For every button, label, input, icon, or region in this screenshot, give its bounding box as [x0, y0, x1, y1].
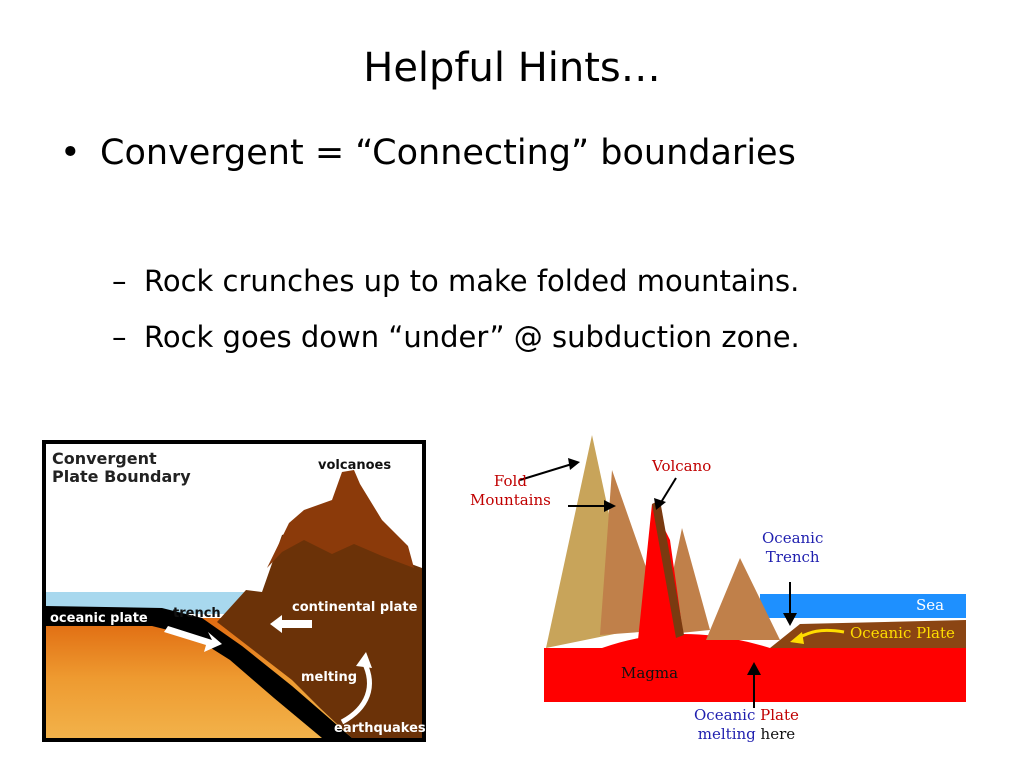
- melting-word-3: melting: [697, 725, 756, 743]
- label-earthquakes: earthquakes: [334, 721, 426, 736]
- dash-symbol: –: [112, 264, 127, 298]
- fold-mountain-fourth: [706, 558, 780, 640]
- fold-mountains-diagram: Fold Mountains Volcano Oceanic Trench Se…: [470, 430, 970, 755]
- label-melting: melting: [301, 670, 358, 685]
- melting-arrowhead-icon: [356, 652, 372, 668]
- volcano: [267, 470, 414, 568]
- label-trench: trench: [173, 606, 221, 621]
- label-fold-mountains: Fold Mountains: [470, 472, 551, 510]
- sub-bullet-1-text: Rock crunches up to make folded mountain…: [144, 264, 800, 298]
- slide-title: Helpful Hints…: [363, 45, 661, 91]
- label-oceanic-plate: oceanic plate: [50, 611, 148, 626]
- label-oceanic-trench: Oceanic Trench: [762, 529, 823, 567]
- melting-arrow-icon: [747, 662, 761, 675]
- main-bullet: • Convergent = “Connecting” boundaries: [60, 130, 796, 176]
- oceanic-plate: [46, 606, 352, 738]
- label-trench-line2: Trench: [765, 548, 820, 566]
- label-trench-line1: Oceanic: [762, 529, 824, 547]
- melting-word-2: Plate: [760, 706, 799, 724]
- label-fold-line1: Fold: [493, 472, 527, 490]
- label-volcanoes: volcanoes: [318, 458, 392, 473]
- left-diagram-title: Convergent Plate Boundary: [52, 450, 191, 486]
- continental-arrow-icon: [270, 615, 312, 633]
- fold-arrow-up-line: [519, 463, 573, 481]
- label-magma: Magma: [621, 664, 679, 682]
- label-continental-plate: continental plate: [292, 600, 418, 615]
- convergent-boundary-diagram: Convergent Plate Boundary volcanoes ocea…: [42, 440, 426, 742]
- volcano-arrow-line: [659, 477, 677, 505]
- left-title-line1: Convergent: [52, 449, 157, 468]
- label-oceanic-plate: Oceanic Plate: [850, 624, 955, 642]
- volcano-arrow-icon: [654, 498, 666, 510]
- plate-arrow-icon: [164, 626, 222, 652]
- fold-mountains-illustration: [519, 435, 966, 708]
- melting-word-1: Oceanic: [694, 706, 756, 724]
- label-plate-melting: Oceanic Plate melting here: [694, 706, 799, 744]
- label-volcano: Volcano: [652, 457, 712, 475]
- sub-bullet-2: –Rock goes down “under” @ subduction zon…: [112, 318, 800, 356]
- melting-arrow-icon: [340, 660, 372, 725]
- volcano-ridge: [652, 500, 684, 638]
- sub-bullet-2-text: Rock goes down “under” @ subduction zone…: [144, 320, 800, 354]
- left-title-line2: Plate Boundary: [52, 467, 191, 486]
- convergent-boundary-illustration: [42, 440, 426, 742]
- label-sea: Sea: [916, 596, 945, 614]
- fold-arrow-right-icon: [604, 500, 616, 512]
- plate-arrow-icon: [790, 632, 804, 644]
- label-fold-line2: Mountains: [470, 491, 551, 509]
- trench-arrow-icon: [783, 613, 797, 626]
- fold-arrow-up-icon: [568, 458, 580, 470]
- dash-symbol: –: [112, 320, 127, 354]
- oceanic-plate-band: [770, 620, 966, 652]
- bullet-symbol: •: [60, 133, 81, 173]
- melting-word-4: here: [760, 725, 796, 743]
- sub-bullet-1: –Rock crunches up to make folded mountai…: [112, 262, 799, 300]
- main-bullet-text: Convergent = “Connecting” boundaries: [100, 133, 796, 173]
